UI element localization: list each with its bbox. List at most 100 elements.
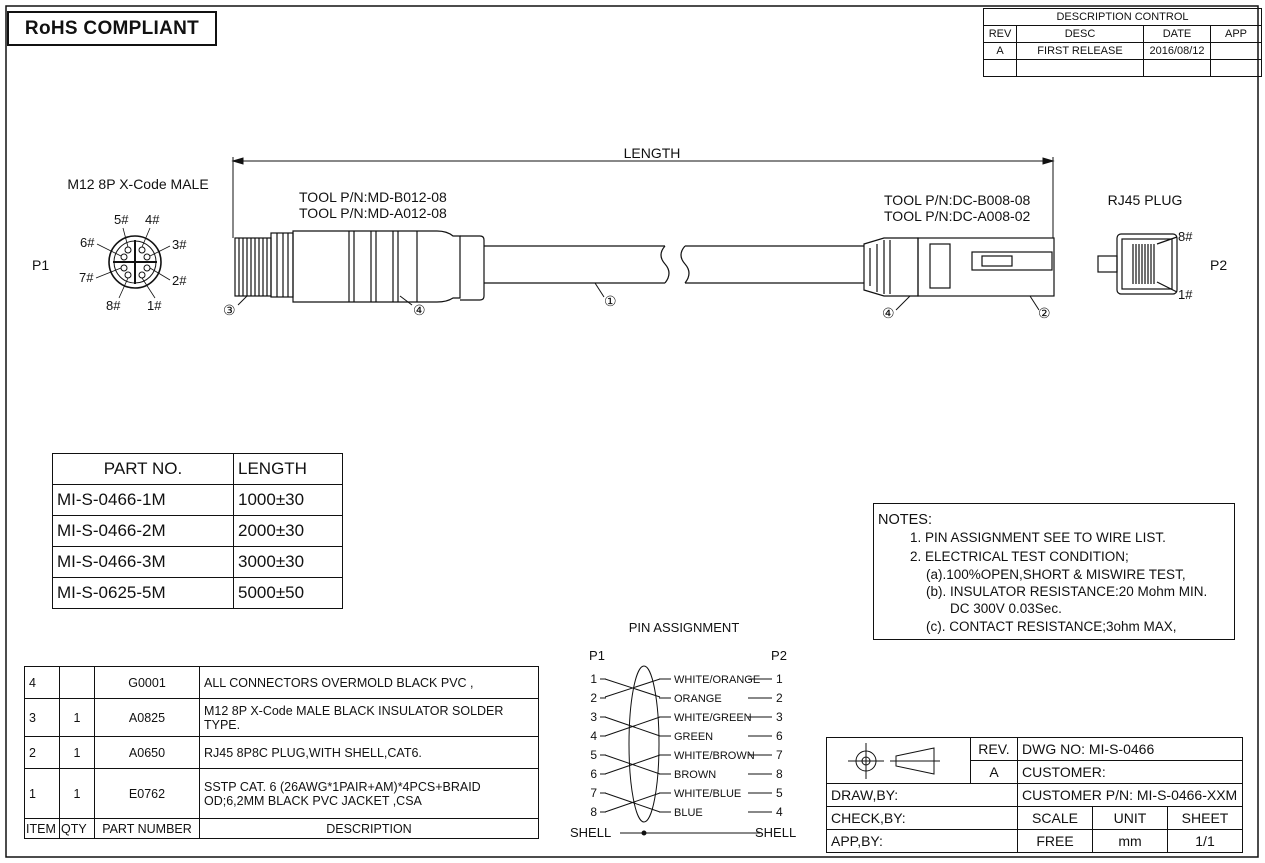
pin-left-number: 1: [590, 672, 597, 686]
pin-right-number: 8: [776, 767, 783, 781]
tb-unit-value: mm: [1092, 829, 1168, 853]
tb-scale-label: SCALE: [1017, 806, 1093, 830]
pin-left-number: 3: [590, 710, 597, 724]
pin-right-number: 6: [776, 729, 783, 743]
p1-title: M12 8P X-Code MALE: [67, 176, 208, 192]
tb-app-by: APP,BY:: [826, 829, 1018, 853]
rj45-connector-icon: [863, 237, 1055, 297]
pin-wire-color: WHITE/GREEN: [674, 712, 752, 724]
dc-header-app: APP: [1210, 25, 1262, 43]
pin-left-number: 4: [590, 729, 597, 743]
length-label: LENGTH: [624, 145, 681, 161]
bom-qty: 1: [59, 698, 95, 737]
tb-sheet-value: 1/1: [1167, 829, 1243, 853]
bom-desc-line: OD;6,2MM BLACK PVC JACKET ,CSA: [204, 793, 422, 808]
dc-row2-app: [1210, 59, 1262, 77]
bom-table: 4 G0001 ALL CONNECTORS OVERMOLD BLACK PV…: [24, 666, 539, 839]
pin-right-number: 7: [776, 748, 783, 762]
pin-left-number: 6: [590, 767, 597, 781]
pin-left-number: 7: [590, 786, 597, 800]
part-row-length: 1000±30: [233, 484, 343, 516]
pin-assignment-p1: P1: [589, 648, 605, 663]
part-header-length: LENGTH: [233, 453, 343, 485]
bom-qty: [59, 666, 95, 699]
note-line: DC 300V 0.03Sec.: [950, 601, 1062, 616]
pin-left-number: 8: [590, 805, 597, 819]
part-row-part: MI-S-0466-2M: [52, 515, 234, 547]
pin-wire-color: WHITE/BLUE: [674, 788, 741, 800]
pin-7-label: 7#: [79, 270, 94, 285]
note-line: 1. PIN ASSIGNMENT SEE TO WIRE LIST.: [910, 530, 1166, 545]
tb-customer: CUSTOMER:: [1017, 760, 1243, 784]
pin-right-number: 5: [776, 786, 783, 800]
bom-item: 3: [24, 698, 60, 737]
shell-right: SHELL: [755, 825, 796, 840]
dc-row-rev: A: [983, 42, 1017, 60]
shell-left: SHELL: [570, 825, 611, 840]
bom-desc: RJ45 8P8C PLUG,WITH SHELL,CAT6.: [199, 736, 539, 769]
p2-label: P2: [1210, 257, 1227, 273]
bom-desc-line: M12 8P X-Code MALE BLACK INSULATOR SOLDE…: [204, 703, 504, 718]
dc-row2-rev: [983, 59, 1017, 77]
pin-wire-color: WHITE/BROWN: [674, 750, 755, 762]
tool-left-1: TOOL P/N:MD-B012-08: [299, 189, 447, 205]
pin-3-label: 3#: [172, 237, 187, 252]
dc-row-date: 2016/08/12: [1143, 42, 1211, 60]
pin-twist-marks: [604, 665, 760, 836]
bom-header-part: PART NUMBER: [94, 818, 200, 839]
length-dimension: [231, 157, 1055, 238]
rohs-badge: RoHS COMPLIANT: [7, 11, 217, 46]
m12-connector-icon: [234, 230, 485, 303]
tb-unit-label: UNIT: [1092, 806, 1168, 830]
bom-item: 2: [24, 736, 60, 769]
dc-header-desc: DESC: [1016, 25, 1144, 43]
bom-item: 4: [24, 666, 60, 699]
pin-4-label: 4#: [145, 212, 160, 227]
note-line: (a).100%OPEN,SHORT & MISWIRE TEST,: [926, 567, 1186, 582]
pin-5-label: 5#: [114, 212, 129, 227]
pin-wire-color: BLUE: [674, 807, 703, 819]
tool-right-2: TOOL P/N:DC-A008-02: [884, 208, 1030, 224]
bom-desc: M12 8P X-Code MALE BLACK INSULATOR SOLDE…: [199, 698, 539, 737]
bom-part: A0825: [94, 698, 200, 737]
bom-qty: 1: [59, 768, 95, 819]
bom-part: E0762: [94, 768, 200, 819]
bom-header-qty: QTY: [59, 818, 95, 839]
tb-draw-by: DRAW,BY:: [826, 783, 1018, 807]
part-row-part: MI-S-0625-5M: [52, 577, 234, 609]
tool-left-2: TOOL P/N:MD-A012-08: [299, 205, 447, 221]
notes-box: NOTES: 1. PIN ASSIGNMENT SEE TO WIRE LIS…: [873, 503, 1235, 640]
bom-desc: ALL CONNECTORS OVERMOLD BLACK PVC ,: [199, 666, 539, 699]
tb-rev-value: A: [970, 760, 1018, 784]
pin-wire-color: WHITE/ORANGE: [674, 674, 760, 686]
pin-right-number: 3: [776, 710, 783, 724]
pin-assignment-p2: P2: [771, 648, 787, 663]
cable-icon: [484, 245, 864, 284]
dc-header-date: DATE: [1143, 25, 1211, 43]
part-row-length: 3000±30: [233, 546, 343, 578]
title-block: REV. DWG NO: MI-S-0466 A CUSTOMER: DRAW,…: [826, 737, 1243, 853]
tb-customer-pn: CUSTOMER P/N: MI-S-0466-XXM: [1017, 783, 1243, 807]
bom-qty: 1: [59, 736, 95, 769]
part-row-part: MI-S-0466-3M: [52, 546, 234, 578]
p2-title: RJ45 PLUG: [1108, 192, 1183, 208]
notes-title: NOTES:: [878, 512, 932, 528]
pin-left-number: 2: [590, 691, 597, 705]
callout-4-left: ④: [413, 302, 426, 318]
pin-assignment-title: PIN ASSIGNMENT: [629, 620, 740, 635]
drawing-frame: [5, 5, 1259, 858]
bom-part: G0001: [94, 666, 200, 699]
dc-row-desc: FIRST RELEASE: [1016, 42, 1144, 60]
part-row-part: MI-S-0466-1M: [52, 484, 234, 516]
tb-sheet-label: SHEET: [1167, 806, 1243, 830]
tb-scale-value: FREE: [1017, 829, 1093, 853]
note-line: (b). INSULATOR RESISTANCE:20 Mohm MIN.: [926, 584, 1208, 599]
bom-desc-line: SSTP CAT. 6 (26AWG*1PAIR+AM)*4PCS+BRAID: [204, 779, 481, 794]
tool-right-1: TOOL P/N:DC-B008-08: [884, 192, 1030, 208]
part-header-part: PART NO.: [52, 453, 234, 485]
description-control-table: DESCRIPTION CONTROL REV DESC DATE APP A …: [983, 8, 1262, 77]
tb-check-by: CHECK,BY:: [826, 806, 1018, 830]
